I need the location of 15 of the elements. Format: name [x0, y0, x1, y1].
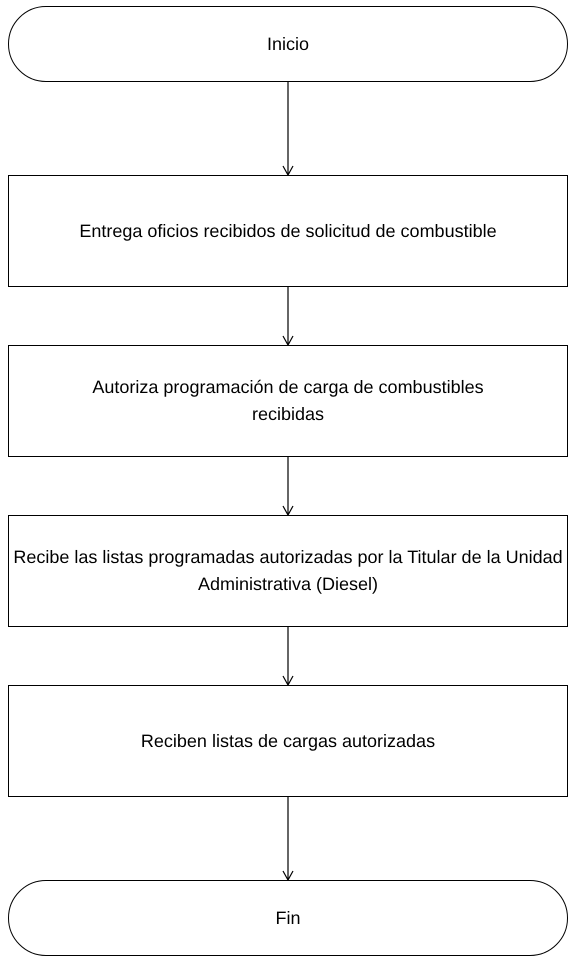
arrow: [282, 287, 294, 346]
node-text: Entrega oficios recibidos de solicitud de combustible: [79, 220, 497, 243]
node-text: Reciben listas de cargas autorizadas: [140, 730, 436, 753]
node-text: Fin: [275, 906, 300, 930]
process-box: [8, 685, 568, 797]
process-box: [8, 175, 568, 287]
process-box: [8, 345, 568, 457]
node-text: Inicio: [266, 32, 310, 56]
arrow: [282, 797, 294, 881]
node-text: Autoriza programación de carga de combustibles recibidas: [91, 376, 485, 426]
node-text: Recibe las listas programadas autorizadas por la Titular de la Unidad Administrativa (Diesel): [12, 546, 564, 596]
process-box: [8, 515, 568, 627]
arrow: [282, 457, 294, 516]
arrow: [282, 627, 294, 686]
arrow: [282, 82, 294, 176]
